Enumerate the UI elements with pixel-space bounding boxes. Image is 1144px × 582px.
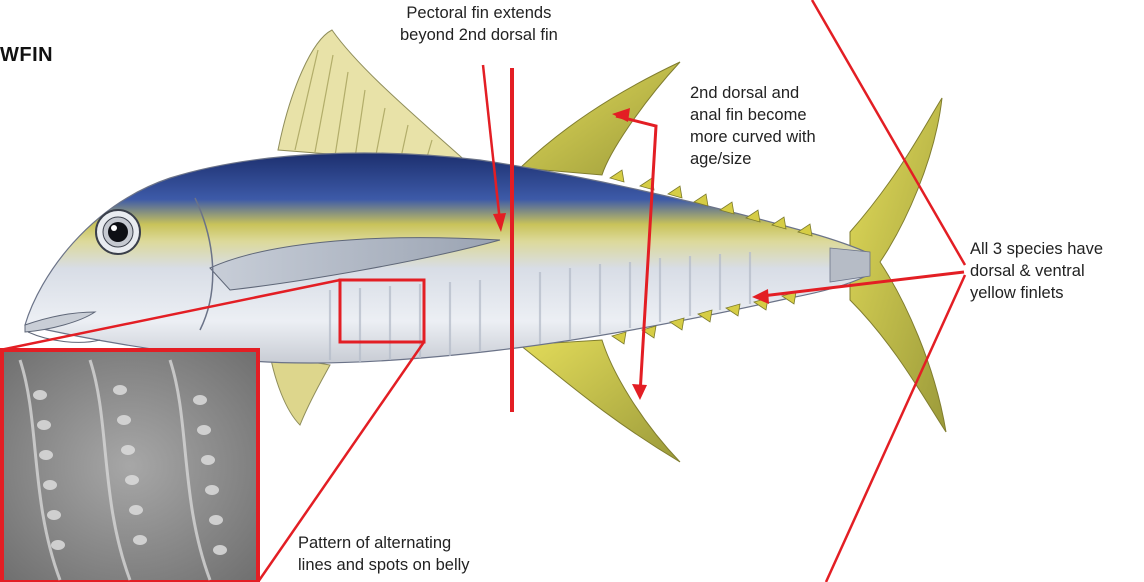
fin-arrowhead-bottom: [632, 384, 647, 400]
pectoral-annotation-line-2: beyond 2nd dorsal fin: [400, 24, 558, 46]
pattern-annotation-line-2: lines and spots on belly: [298, 554, 470, 576]
pattern-annotation-line-1: Pattern of alternating: [298, 532, 470, 554]
pectoral-annotation-line-1: Pectoral fin extends: [400, 2, 558, 24]
caudal-keel: [830, 248, 870, 282]
curved-annotation-line-1: 2nd dorsal and: [690, 82, 816, 104]
belly-pattern-inset: [2, 350, 258, 582]
finlets-annotation-line-3: yellow finlets: [970, 282, 1103, 304]
fin-curvature-annotation: 2nd dorsal and anal fin become more curv…: [690, 82, 816, 170]
page-title: WFIN: [0, 44, 53, 67]
belly-pattern-annotation: Pattern of alternating lines and spots o…: [298, 532, 470, 576]
tuna-body: [25, 153, 866, 363]
finlets-annotation: All 3 species have dorsal & ventral yell…: [970, 238, 1103, 304]
anal-fin: [520, 340, 680, 462]
curved-annotation-line-4: age/size: [690, 148, 816, 170]
curved-annotation-line-2: anal fin become: [690, 104, 816, 126]
finlets-annotation-line-1: All 3 species have: [970, 238, 1103, 260]
curved-annotation-line-3: more curved with: [690, 126, 816, 148]
eye-pupil: [108, 222, 128, 242]
pelvic-fin: [270, 355, 330, 425]
pectoral-fin-annotation: Pectoral fin extends beyond 2nd dorsal f…: [400, 2, 558, 46]
eye-highlight: [111, 225, 117, 231]
finlets-annotation-line-2: dorsal & ventral: [970, 260, 1103, 282]
second-dorsal-fin: [520, 62, 680, 175]
